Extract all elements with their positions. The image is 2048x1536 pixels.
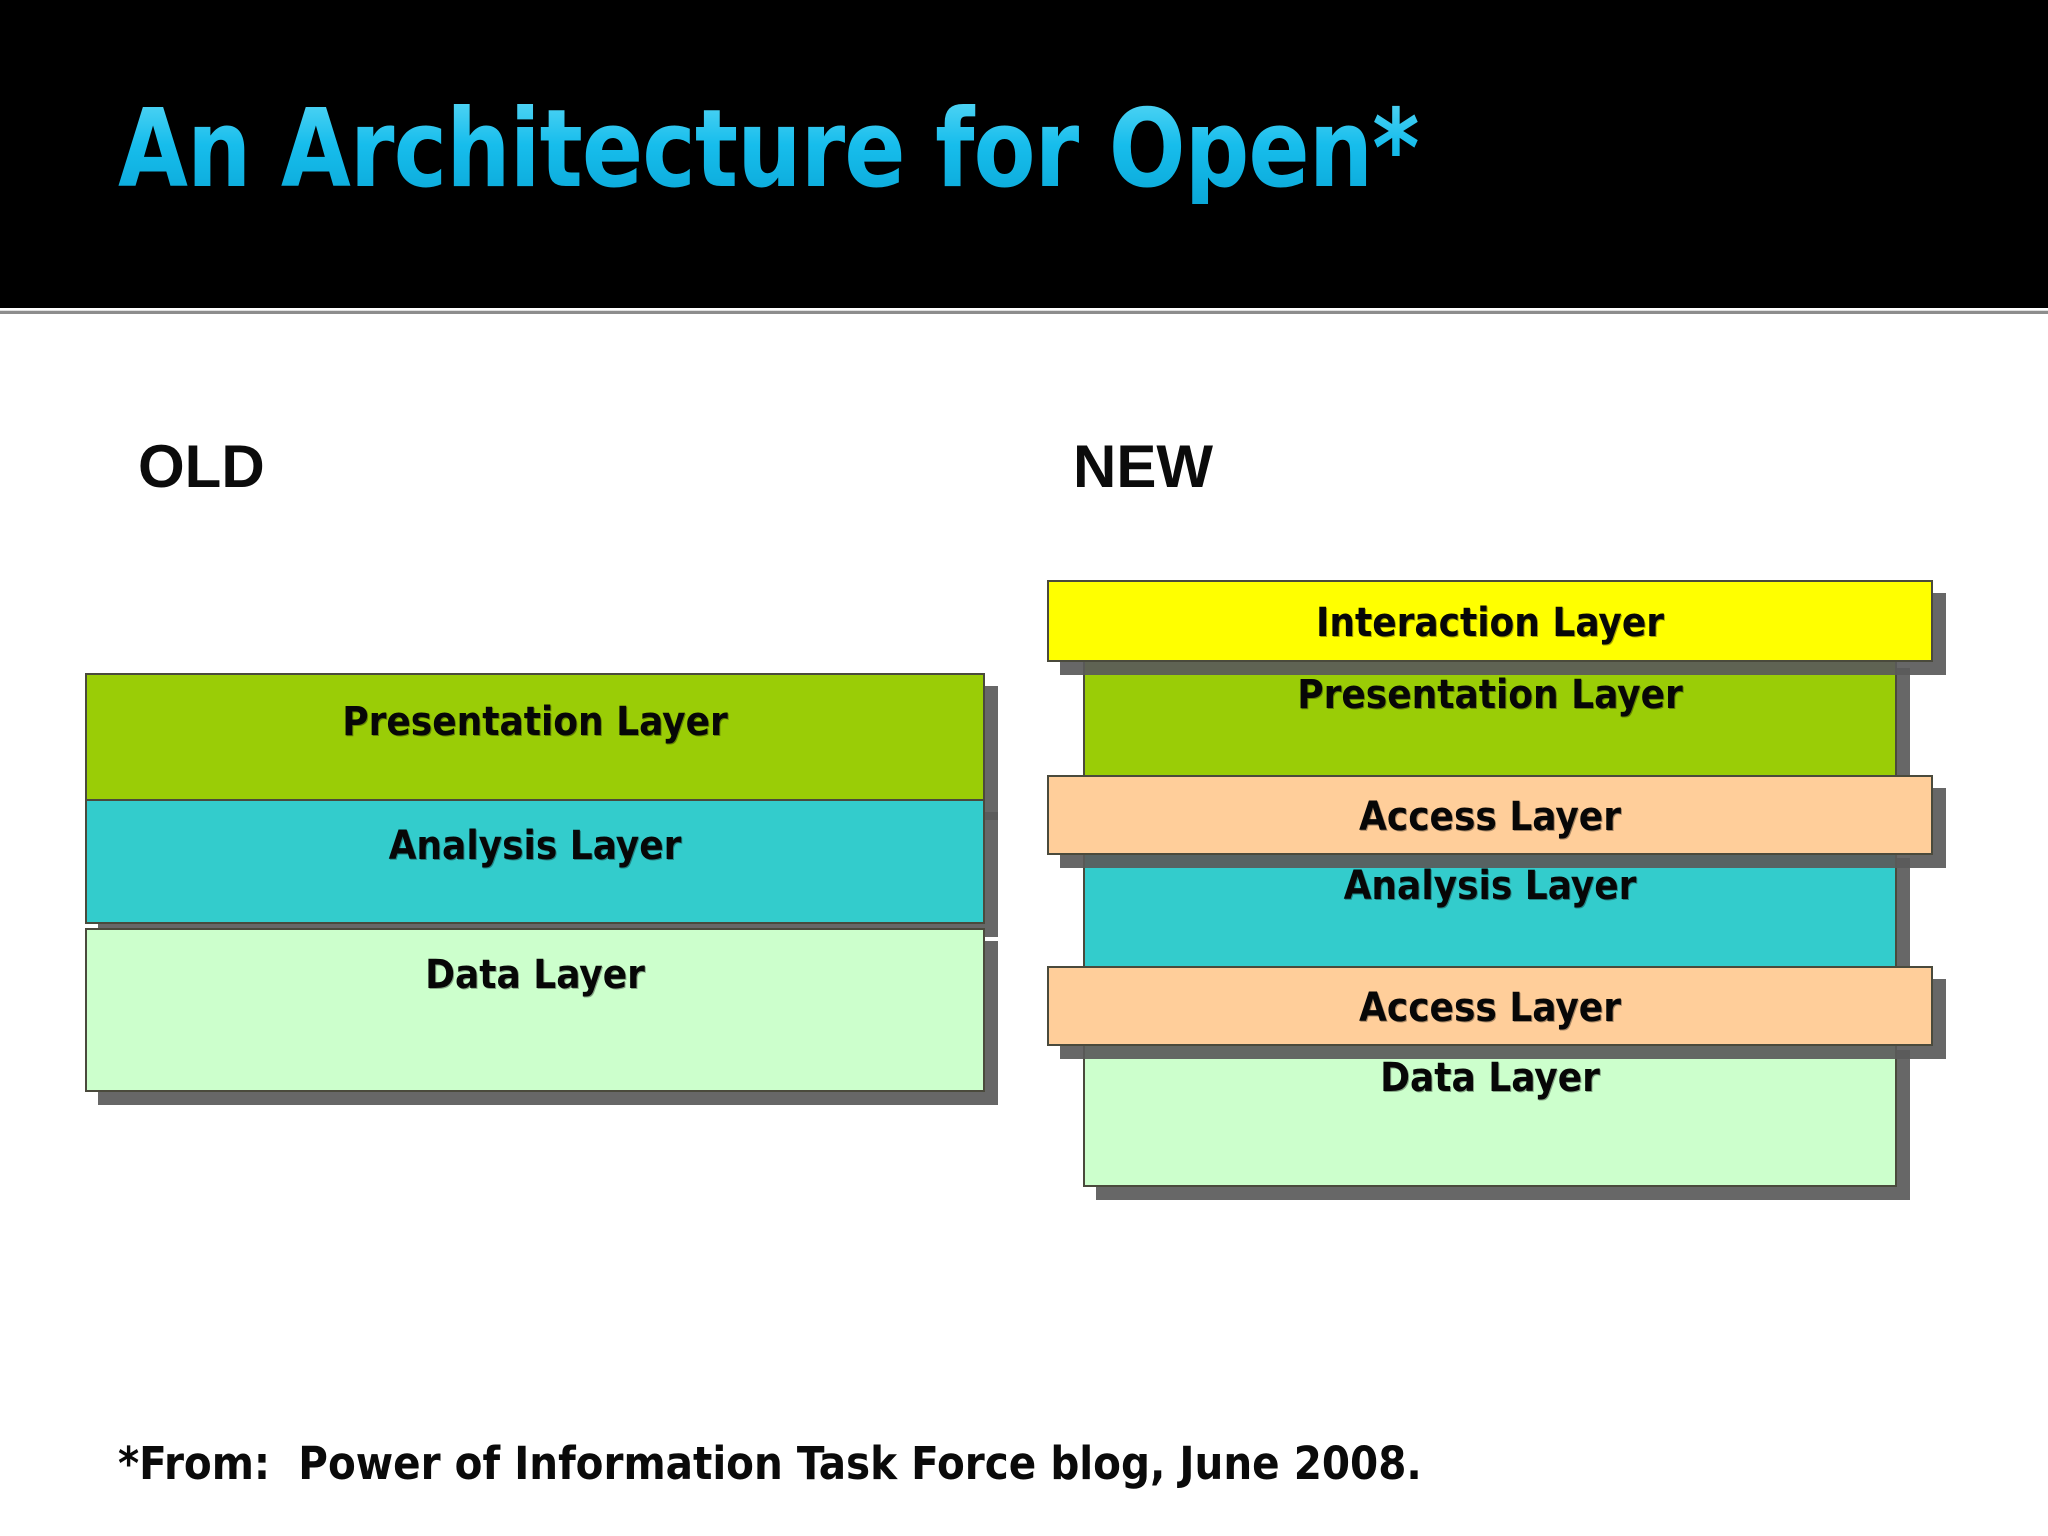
new-layer-interaction[interactable]: Interaction Layer [1047, 580, 1933, 662]
new-layer-access-lower-label: Access Layer [1359, 985, 1621, 1031]
new-layer-presentation[interactable]: Presentation Layer [1083, 655, 1897, 795]
old-layer-data-label: Data Layer [425, 952, 645, 998]
old-layer-presentation-label: Presentation Layer [342, 699, 728, 745]
new-layer-interaction-label: Interaction Layer [1316, 600, 1664, 646]
old-layer-analysis[interactable]: Analysis Layer [85, 799, 985, 924]
new-layer-access-lower[interactable]: Access Layer [1047, 966, 1933, 1046]
source-footnote: *From: Power of Information Task Force b… [118, 1437, 1422, 1490]
slide-title: An Architecture for Open* [118, 87, 1419, 212]
new-layer-access-upper[interactable]: Access Layer [1047, 775, 1933, 855]
old-layer-presentation[interactable]: Presentation Layer [85, 673, 985, 807]
new-layer-presentation-label: Presentation Layer [1297, 672, 1683, 718]
new-layer-data[interactable]: Data Layer [1083, 1037, 1897, 1187]
new-layer-data-label: Data Layer [1380, 1055, 1600, 1101]
old-layer-analysis-label: Analysis Layer [388, 823, 682, 869]
new-layer-access-upper-label: Access Layer [1359, 794, 1621, 840]
new-column-heading: NEW [1073, 433, 1213, 500]
title-divider-rule [0, 308, 2048, 317]
new-layer-analysis-label: Analysis Layer [1343, 863, 1637, 909]
new-layer-analysis[interactable]: Analysis Layer [1083, 845, 1897, 975]
old-layer-data[interactable]: Data Layer [85, 928, 985, 1092]
title-band [0, 0, 2048, 308]
old-column-heading: OLD [138, 433, 265, 500]
